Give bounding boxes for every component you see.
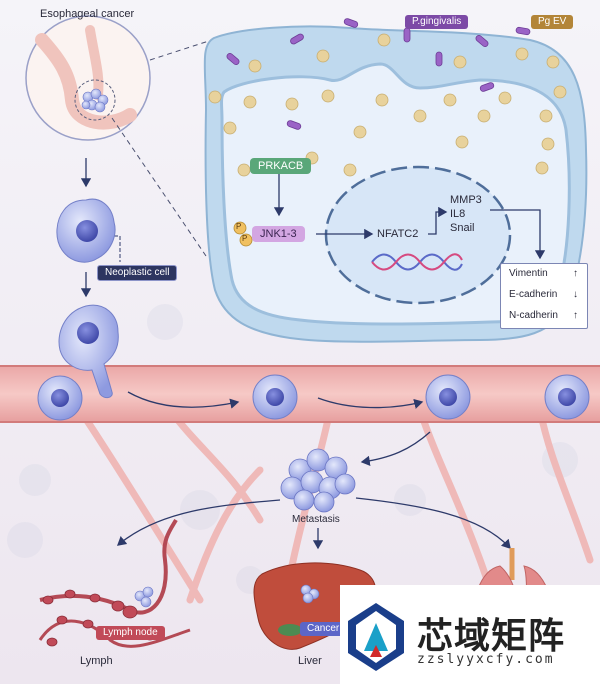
signal-arrows — [273, 172, 546, 260]
il8-label: IL8 — [450, 208, 466, 220]
phospho-label-2: P — [242, 234, 248, 243]
watermark-panel — [340, 585, 600, 684]
watermark-url: zzslyyxcfy.com — [417, 652, 555, 667]
phospho-label-1: P — [236, 222, 242, 231]
emt-marker-e-cadherin: E-cadherin ↓ — [509, 289, 578, 300]
mmp3-label: MMP3 — [450, 194, 482, 206]
circulating-cell-4 — [544, 374, 590, 420]
liver-organ-label: Liver — [298, 655, 322, 667]
pg-ev-label: Pg EV — [531, 15, 574, 29]
emt-marker-vimentin: Vimentin ↑ — [509, 268, 578, 279]
lymph-vessel — [38, 518, 191, 648]
zoom-lines — [111, 37, 219, 257]
flow-arrows — [117, 391, 511, 550]
circulating-cell-3 — [425, 374, 471, 420]
metastasis-label: Metastasis — [292, 514, 340, 525]
zoomed-cell — [203, 25, 588, 343]
tumor-cells — [37, 198, 590, 421]
watermark-title: 芯域矩阵 — [417, 616, 566, 657]
cancer-label: Cancer — [300, 622, 347, 636]
circulating-cell-1 — [37, 375, 83, 421]
background-cells — [7, 304, 578, 594]
p-gingivalis-label: P.gingivalis — [405, 15, 469, 29]
emt-marker-n-cadherin: N-cadherin ↑ — [509, 310, 578, 321]
phosphate-circles — [233, 221, 253, 247]
blood-vessel — [0, 365, 600, 423]
circulating-cell-2 — [252, 374, 298, 420]
prkacb-label: PRKACB — [250, 158, 312, 174]
nfatc2-label: NFATC2 — [377, 228, 419, 240]
esophagus-inset — [25, 15, 151, 141]
emt-marker-box: Vimentin ↑ E-cadherin ↓ N-cadherin ↑ — [500, 263, 588, 329]
neoplastic-cell — [56, 198, 116, 263]
snail-label: Snail — [450, 222, 475, 234]
esophageal-cancer-title: Esophageal cancer — [40, 8, 135, 20]
neoplastic-cell-label: Neoplastic cell — [97, 265, 178, 281]
jnk-label: JNK1-3 — [252, 226, 305, 242]
watermark-logo-icon — [348, 603, 404, 671]
invading-cell — [58, 304, 119, 399]
lymph-node-label: Lymph node — [96, 626, 165, 640]
metastasis-cluster — [280, 448, 356, 513]
bacteria — [226, 18, 531, 130]
lymph-organ-label: Lymph — [80, 655, 113, 667]
ev-spheres — [208, 33, 567, 177]
